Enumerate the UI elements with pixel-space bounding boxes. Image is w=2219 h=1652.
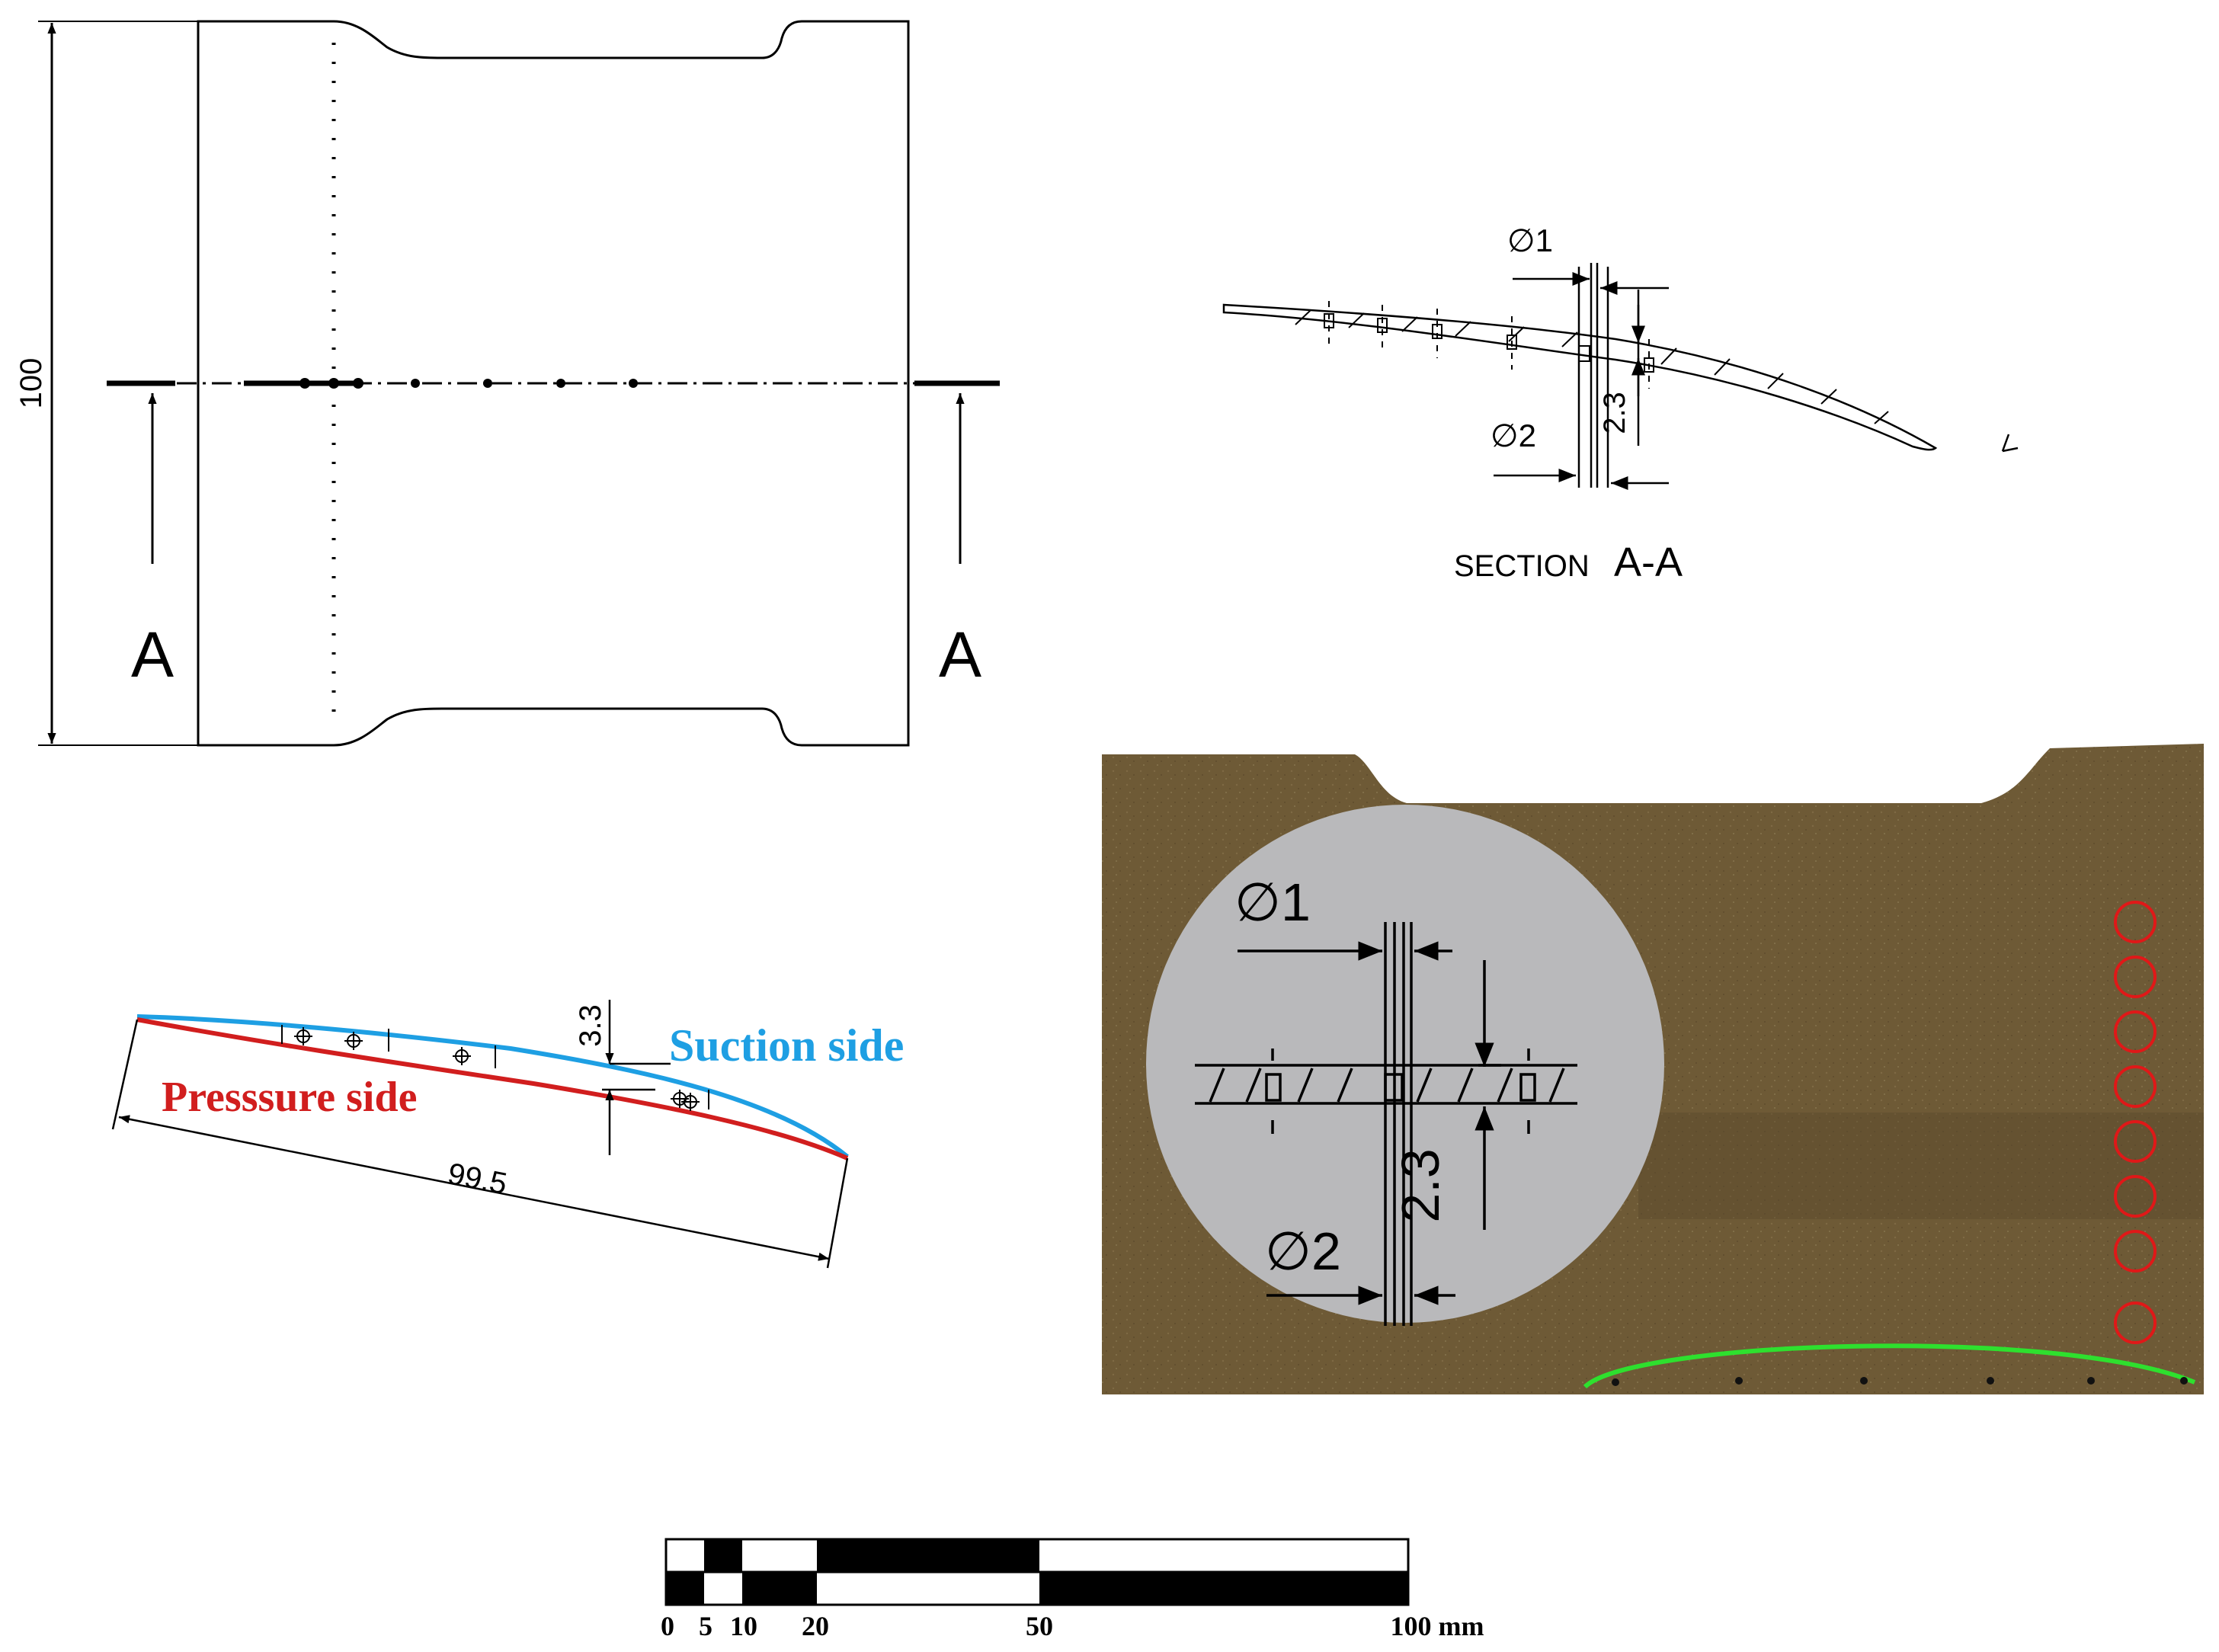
hole-axes: [1328, 301, 1650, 389]
suction-side-line: [136, 1014, 849, 1159]
scale-bar: 0 5 10 20 50 100 mm: [661, 1538, 1484, 1641]
section-dia2-label: ∅2: [1491, 418, 1536, 453]
surface-hole: [1612, 1378, 1619, 1386]
section-caption-large: A-A: [1614, 539, 1683, 585]
height-dimension-label: 100: [14, 358, 48, 409]
hole-marker: [411, 379, 420, 388]
profile-hole-markers: [281, 1025, 709, 1111]
scale-tick-label: 10: [730, 1611, 757, 1641]
specimen-outline: [197, 20, 910, 747]
profile-dimensions: [111, 1000, 849, 1269]
zoom-dia2-label: ∅2: [1265, 1221, 1341, 1281]
scale-tick-label: 50: [1026, 1611, 1053, 1641]
hole-marker: [556, 379, 565, 388]
blade-profile: 3.3 99.5 Suction side Presssure side: [111, 1000, 904, 1269]
surface-hole: [2087, 1377, 2095, 1385]
red-marker: [2114, 956, 2157, 998]
section-dia1-label: ∅1: [1507, 223, 1553, 258]
red-marker: [2114, 1230, 2157, 1273]
red-marker: [2114, 901, 2157, 943]
hole-markers: [299, 378, 638, 389]
scale-tick-label: 20: [802, 1611, 829, 1641]
surface-hole: [1987, 1377, 1994, 1385]
section-letter-right: A: [939, 619, 981, 690]
pressure-side-label: Presssure side: [162, 1074, 417, 1121]
red-marker: [2114, 1301, 2157, 1344]
surface-hole: [2180, 1377, 2188, 1385]
scale-tick-label: 0: [661, 1611, 674, 1641]
zoom-dia1-label: ∅1: [1234, 872, 1311, 932]
section-view: ∅1 ∅2 2.3 SECTION A-A: [1222, 223, 2019, 585]
hole-dimension-lines: [1494, 263, 2019, 490]
red-marker: [2114, 1120, 2157, 1163]
zoom-drawing: [1195, 922, 1577, 1326]
top-view-drawing: 100 A A: [14, 20, 1000, 747]
section-holes: [1324, 313, 1654, 373]
red-marker: [2114, 1010, 2157, 1053]
zoom-inset: [1146, 805, 1664, 1323]
red-marker: [2114, 1175, 2157, 1218]
section-caption-small: SECTION: [1454, 549, 1590, 583]
specimen-photo: ∅1 ∅2 2.3: [1102, 744, 2204, 1394]
profile-chord-label: 99.5: [445, 1157, 510, 1201]
surface-hole: [1735, 1377, 1743, 1385]
suction-side-label: Suction side: [669, 1020, 904, 1071]
zoom-depth-label: 2.3: [1391, 1148, 1450, 1222]
surface-hole: [1860, 1377, 1868, 1385]
section-depth-label: 2.3: [1598, 392, 1631, 434]
hole-marker: [299, 378, 310, 389]
hole-marker: [629, 379, 638, 388]
scale-tick-label: 100 mm: [1391, 1611, 1484, 1641]
measurement-markers: [2114, 901, 2157, 1344]
scale-tick-label: 5: [699, 1611, 712, 1641]
red-marker: [2114, 1065, 2157, 1108]
hole-marker: [483, 379, 492, 388]
profile-thickness-label: 3.3: [574, 1004, 607, 1047]
photo-dark-band: [1638, 1113, 2204, 1219]
section-letter-left: A: [131, 619, 174, 690]
hole-marker: [353, 378, 363, 389]
hole-row-highlight: [1583, 1343, 2196, 1389]
hole-marker: [328, 378, 339, 389]
surface-holes: [1612, 1377, 2188, 1386]
section-hatching: [1295, 309, 1889, 424]
